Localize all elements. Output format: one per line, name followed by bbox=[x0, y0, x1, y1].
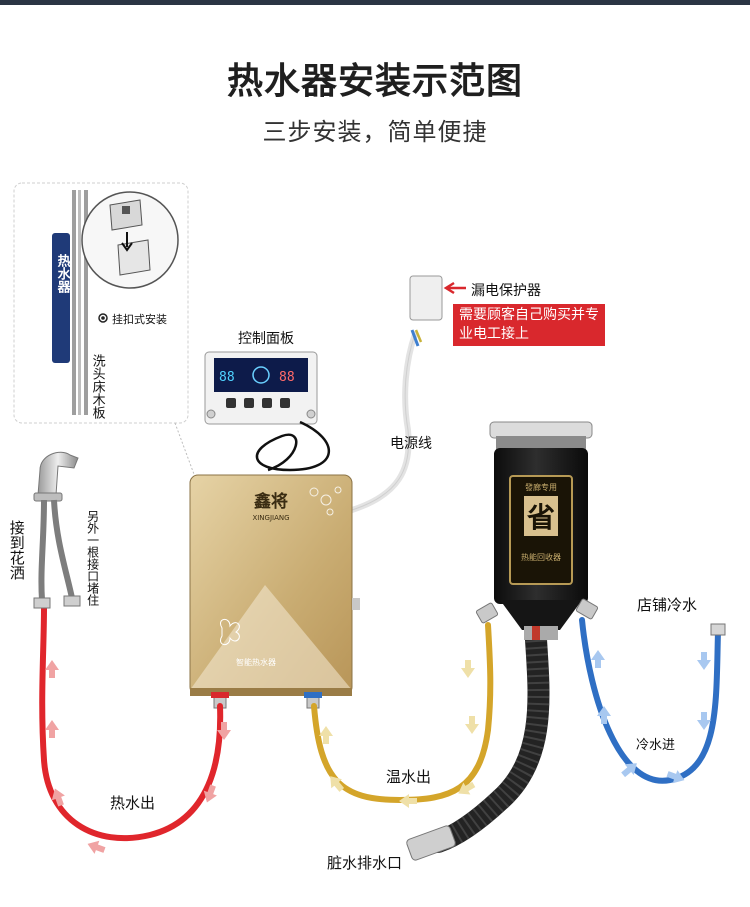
flow-arrow-icon bbox=[591, 650, 605, 668]
red-pointer-arrow-icon bbox=[446, 283, 466, 293]
hot-water-out-label: 热水出 bbox=[110, 792, 155, 813]
control-cable bbox=[257, 422, 329, 470]
inset-mount-label: 挂扣式安装 bbox=[112, 311, 167, 327]
panel-left-value: 88 bbox=[219, 370, 235, 385]
flow-arrow-icon bbox=[697, 652, 711, 670]
warm-water-out-label: 温水出 bbox=[386, 766, 431, 787]
shop-cold-water-fitting bbox=[711, 624, 725, 635]
heater-brand-latin: XINGJIANG bbox=[252, 514, 289, 522]
flow-arrow-icon bbox=[45, 720, 59, 738]
drain-outlet bbox=[406, 825, 457, 861]
control-panel-label: 控制面板 bbox=[238, 328, 294, 348]
water-heater-unit: 鑫将 XINGJIANG 智能热水器 bbox=[190, 475, 360, 708]
cold-water-pipe bbox=[582, 620, 718, 781]
to-shower-label: 接到花洒 bbox=[8, 520, 24, 580]
leakage-protector-box bbox=[410, 276, 442, 320]
heat-recovery-device: 發廊专用 省 热能回收器 bbox=[476, 422, 599, 640]
inset-heater-panel bbox=[52, 233, 70, 363]
recovery-bottom-text: 热能回收器 bbox=[521, 552, 561, 562]
panel-right-value: 88 bbox=[279, 370, 295, 385]
inset-mount-box bbox=[14, 183, 198, 485]
shower-faucet bbox=[34, 452, 80, 608]
customer-note: 需要顾客自己购买并专业电工接上 bbox=[453, 304, 605, 346]
flow-arrow-icon bbox=[465, 716, 479, 734]
shop-cold-water-label: 店铺冷水 bbox=[637, 594, 697, 615]
recovery-top-text: 發廊专用 bbox=[525, 482, 557, 492]
leakage-protector-label: 漏电保护器 bbox=[471, 280, 541, 300]
other-port-plugged-label: 另外一根接口堵住 bbox=[86, 510, 99, 606]
cold-water-in-label: 冷水进 bbox=[636, 734, 675, 753]
recovery-left-fitting bbox=[476, 602, 499, 623]
flow-arrow-icon bbox=[85, 837, 107, 856]
power-cord-label: 电源线 bbox=[390, 433, 432, 453]
flow-arrow-icon bbox=[325, 772, 347, 795]
control-panel-device: 88 88 bbox=[205, 352, 317, 424]
dirty-drain-label: 脏水排水口 bbox=[327, 852, 402, 873]
power-cord bbox=[352, 334, 415, 510]
heater-caption: 智能热水器 bbox=[236, 657, 276, 667]
inset-board-label: 洗头床木板 bbox=[90, 354, 104, 419]
flow-arrow-icon bbox=[45, 660, 59, 678]
flow-arrow-icon bbox=[399, 794, 417, 808]
recovery-big-char: 省 bbox=[527, 501, 555, 534]
flow-arrow-icon bbox=[697, 712, 711, 730]
flow-arrow-icon bbox=[461, 660, 475, 678]
heater-brand: 鑫将 bbox=[253, 491, 288, 512]
inset-heater-label: 热水器 bbox=[55, 254, 69, 293]
